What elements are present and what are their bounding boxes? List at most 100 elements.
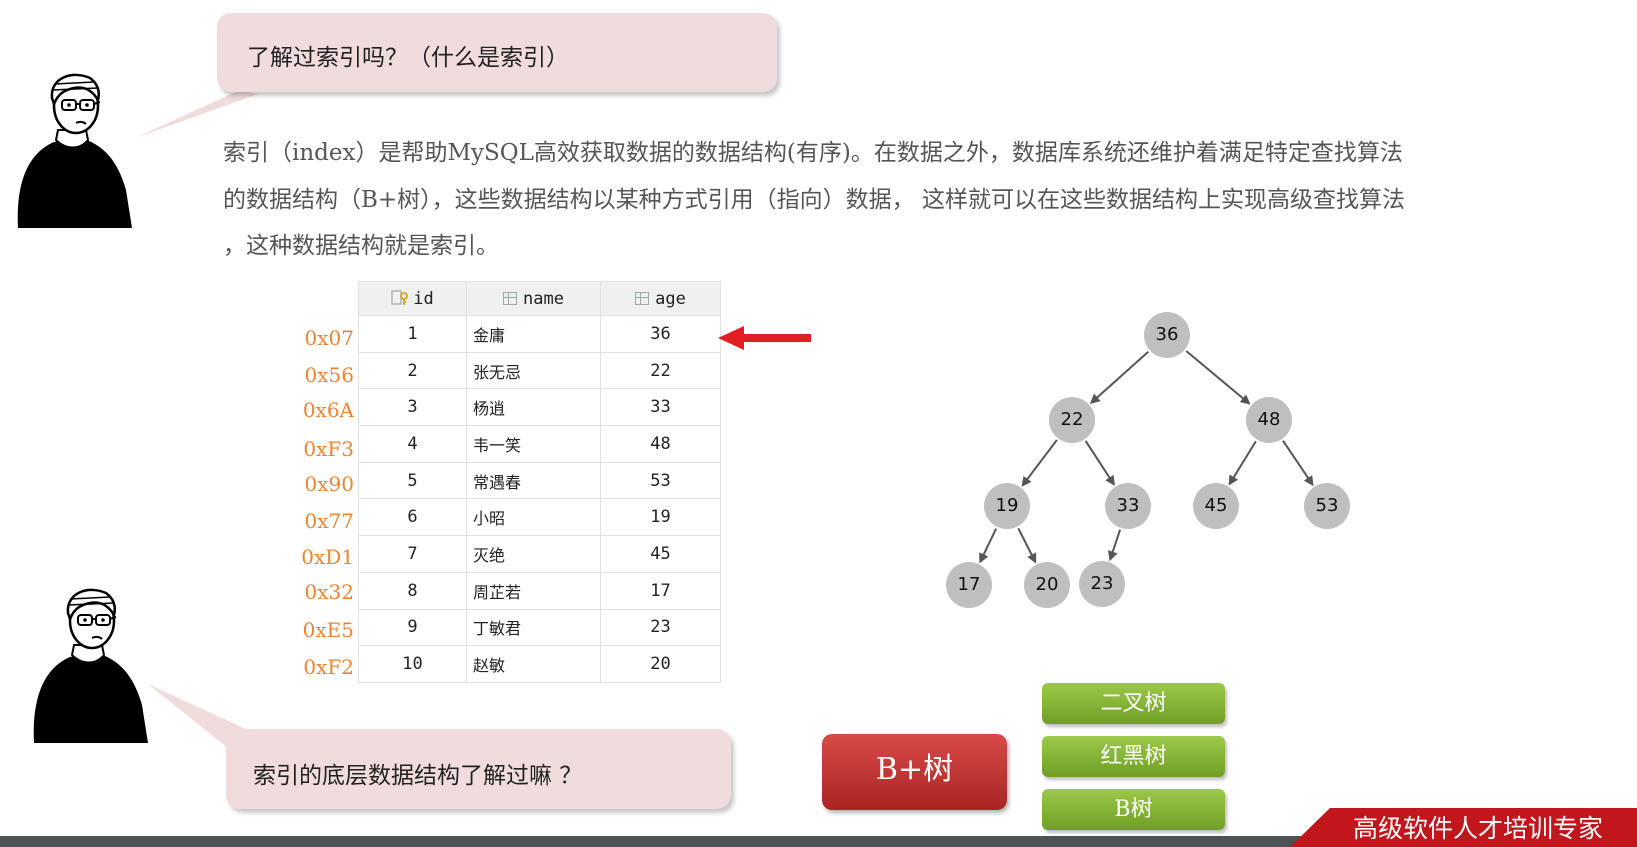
tree-node: 33 [1105,483,1151,529]
cell-age: 20 [600,645,721,683]
column-header-label: id [413,288,434,309]
memory-address: 0x6A [302,398,354,422]
cell-age: 17 [600,571,721,610]
question-bubble-bottom: 索引的底层数据结构了解过嘛 ？ [226,729,731,809]
column-header-name[interactable]: name [466,281,601,316]
column-header-label: age [655,288,686,309]
person-illustration-top [17,73,133,228]
footer-slogan: 高级软件人才培训专家 [1353,814,1604,843]
question-bubble-top: 了解过索引吗？（什么是索引） [217,13,777,92]
memory-address: 0x77 [304,509,354,533]
tree-node: 36 [1144,312,1190,358]
memory-address: 0xF3 [303,437,354,461]
cell-age: 53 [600,461,721,500]
cell-name: 丁敏君 [466,608,601,647]
person-illustration-bottom [33,588,149,743]
tree-edge [1089,350,1150,404]
tree-node: 45 [1193,483,1239,529]
footer-banner [1290,808,1637,847]
cell-age: 22 [600,351,721,390]
cell-id: 5 [358,461,467,500]
bubble-tail-top [135,90,258,138]
red-black-tree-button[interactable]: 红黑树 [1042,736,1225,777]
cell-name: 韦一笑 [466,425,601,463]
column-header-label: name [523,288,564,309]
memory-address: 0x07 [304,326,354,350]
cell-name: 灭绝 [466,535,601,573]
cell-id: 9 [358,608,467,647]
cell-name: 周芷若 [466,571,601,610]
column-icon [635,291,650,305]
bubble-tail-bottom [148,684,248,748]
tree-edge [1185,350,1251,405]
cell-name: 常遇春 [466,461,601,500]
tree-edge [979,528,998,564]
tree-edge [1021,439,1058,487]
tree-edge [1228,440,1257,486]
cell-id: 2 [358,351,467,390]
cell-name: 杨逍 [466,388,601,427]
definition-line: ，这种数据结构就是索引。 [223,233,499,259]
cell-age: 23 [600,608,721,647]
cell-age: 36 [600,315,721,353]
cell-name: 小昭 [466,498,601,537]
memory-address: 0x90 [304,472,354,496]
tree-node: 48 [1246,397,1292,443]
cell-id: 4 [358,425,467,463]
definition-line: 索引（index）是帮助MySQL高效获取数据的数据结构(有序)。在数据之外，数… [223,140,1403,166]
binary-tree-diagram [979,350,1314,564]
cell-id: 7 [358,535,467,573]
tree-node: 23 [1079,561,1125,607]
table-header-row: id name age [358,281,721,316]
memory-address: 0x56 [304,363,354,387]
tree-node: 17 [946,562,992,608]
tree-node: 53 [1304,483,1350,529]
tree-node: 19 [984,483,1030,529]
bplus-tree-button[interactable]: B+树 [822,734,1007,810]
question-top-text: 了解过索引吗？（什么是索引） [247,45,569,71]
tree-node: 22 [1049,397,1095,443]
tree-edge [1108,529,1122,562]
cell-id: 6 [358,498,467,537]
column-icon [503,291,518,305]
cell-id: 10 [358,645,467,683]
b-tree-button[interactable]: B树 [1042,789,1225,830]
memory-address: 0xE5 [302,618,354,642]
memory-address: 0x32 [304,580,354,604]
cell-name: 赵敏 [466,645,601,683]
tree-node: 20 [1024,562,1070,608]
footer-bar [0,836,1637,847]
column-header-age[interactable]: age [600,281,721,316]
binary-tree-button[interactable]: 二叉树 [1042,683,1225,724]
cell-id: 1 [358,315,467,353]
cell-name: 张无忌 [466,351,601,390]
cell-id: 8 [358,571,467,610]
cell-age: 48 [600,425,721,463]
cell-name: 金庸 [466,315,601,353]
cell-id: 3 [358,388,467,427]
column-header-id[interactable]: id [358,281,467,316]
definition-paragraph: 索引（index）是帮助MySQL高效获取数据的数据结构(有序)。在数据之外，数… [223,130,1623,270]
primary-key-column-icon [391,289,409,306]
cell-age: 33 [600,388,721,427]
tree-edge [1084,440,1115,486]
memory-address: 0xF2 [303,655,354,679]
pointer-arrow-icon [718,326,811,350]
cell-age: 19 [600,498,721,537]
memory-address: 0xD1 [301,545,354,569]
tree-edge [1017,527,1037,564]
tree-edge [1282,440,1314,487]
cell-age: 45 [600,535,721,573]
question-bottom-text: 索引的底层数据结构了解过嘛 ？ [253,763,583,789]
